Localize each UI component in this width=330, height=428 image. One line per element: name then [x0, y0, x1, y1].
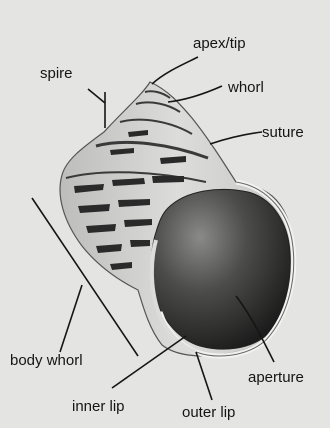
label-inner-lip: inner lip	[72, 399, 125, 414]
label-spire: spire	[40, 66, 73, 81]
label-suture: suture	[262, 125, 304, 140]
label-apex: apex/tip	[193, 36, 246, 51]
label-whorl: whorl	[228, 80, 264, 95]
label-body-whorl: body whorl	[10, 353, 83, 368]
label-outer-lip: outer lip	[182, 405, 235, 420]
aperture-opening	[152, 189, 291, 349]
label-aperture: aperture	[248, 370, 304, 385]
